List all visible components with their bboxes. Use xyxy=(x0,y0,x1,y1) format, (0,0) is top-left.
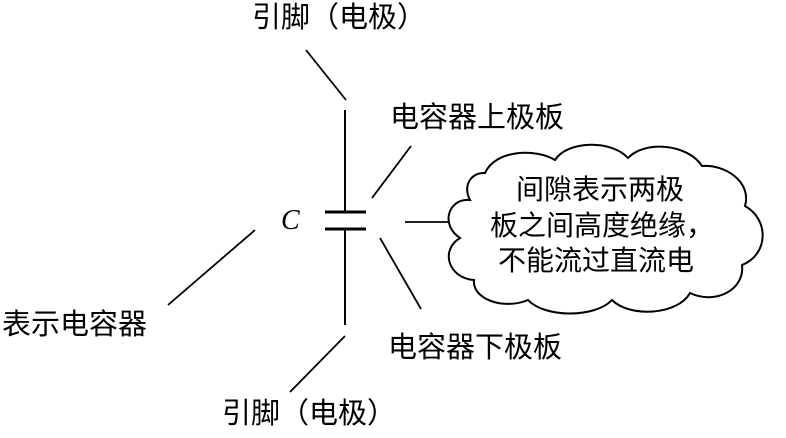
leader-upper-plate xyxy=(371,145,412,199)
leader-pin-top xyxy=(305,49,347,101)
leader-pin-bottom xyxy=(289,335,346,393)
leader-lower-plate xyxy=(379,237,422,310)
label-symbol-c: C xyxy=(281,205,300,236)
callout-line-1: 间隙表示两极 xyxy=(516,173,684,206)
cloud-callout-shape xyxy=(447,143,764,315)
callout-line-3: 不能流过直流电 xyxy=(498,244,694,277)
label-pin-top: 引脚（电极） xyxy=(252,0,426,34)
label-pin-bottom: 引脚（电极） xyxy=(222,396,396,430)
label-upper-plate: 电容器上极板 xyxy=(390,100,564,134)
leader-symbol xyxy=(167,229,256,306)
label-represents-capacitor: 表示电容器 xyxy=(2,307,147,341)
label-lower-plate: 电容器下极板 xyxy=(388,330,562,364)
callout-line-2: 板之间高度绝缘， xyxy=(490,209,714,242)
